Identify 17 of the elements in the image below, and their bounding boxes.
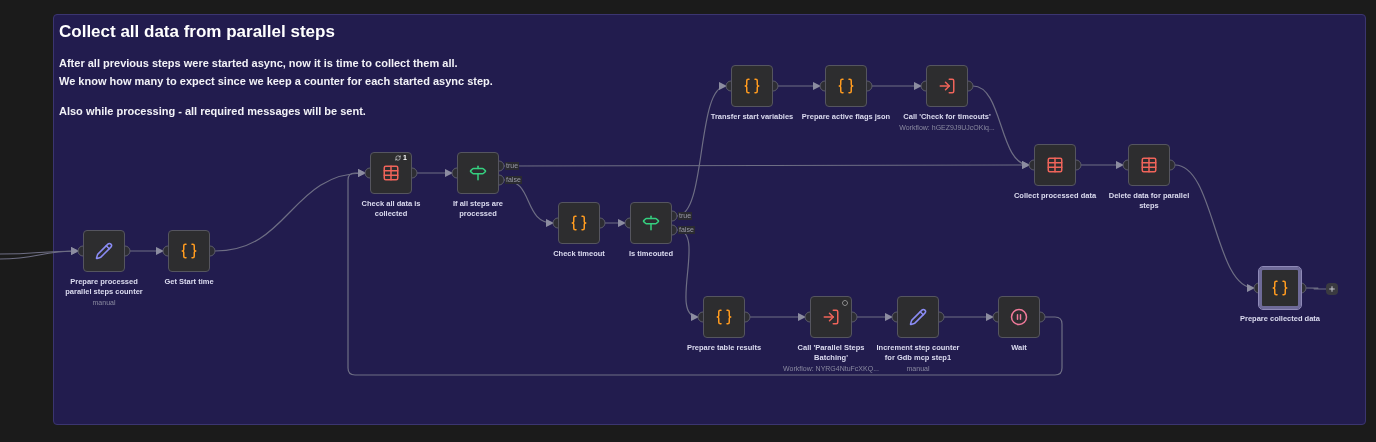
connector-arrow	[871, 81, 923, 91]
title: Collect all data from parallel steps	[59, 21, 335, 43]
connector-arrow	[604, 218, 627, 228]
connector-arrow	[1080, 160, 1125, 170]
note-text: Also while processing - all required messages will be sent.	[59, 104, 366, 119]
connector-arrow	[943, 312, 995, 322]
connector-arrow	[972, 85, 1030, 168]
note-text: We know how many to expect since we keep a counter for each started async step.	[59, 74, 493, 89]
connector-arrow	[1174, 164, 1255, 291]
note-text: After all previous steps were started async, now it is time to collect them all.	[59, 56, 458, 71]
connector-arrow	[749, 312, 807, 322]
connector-arrow	[347, 168, 1063, 376]
connector-arrow	[0, 246, 80, 260]
connector-arrow	[777, 81, 822, 91]
connector-arrow	[129, 246, 165, 256]
connector-arrow	[856, 312, 894, 322]
connector-arrow	[416, 168, 454, 178]
